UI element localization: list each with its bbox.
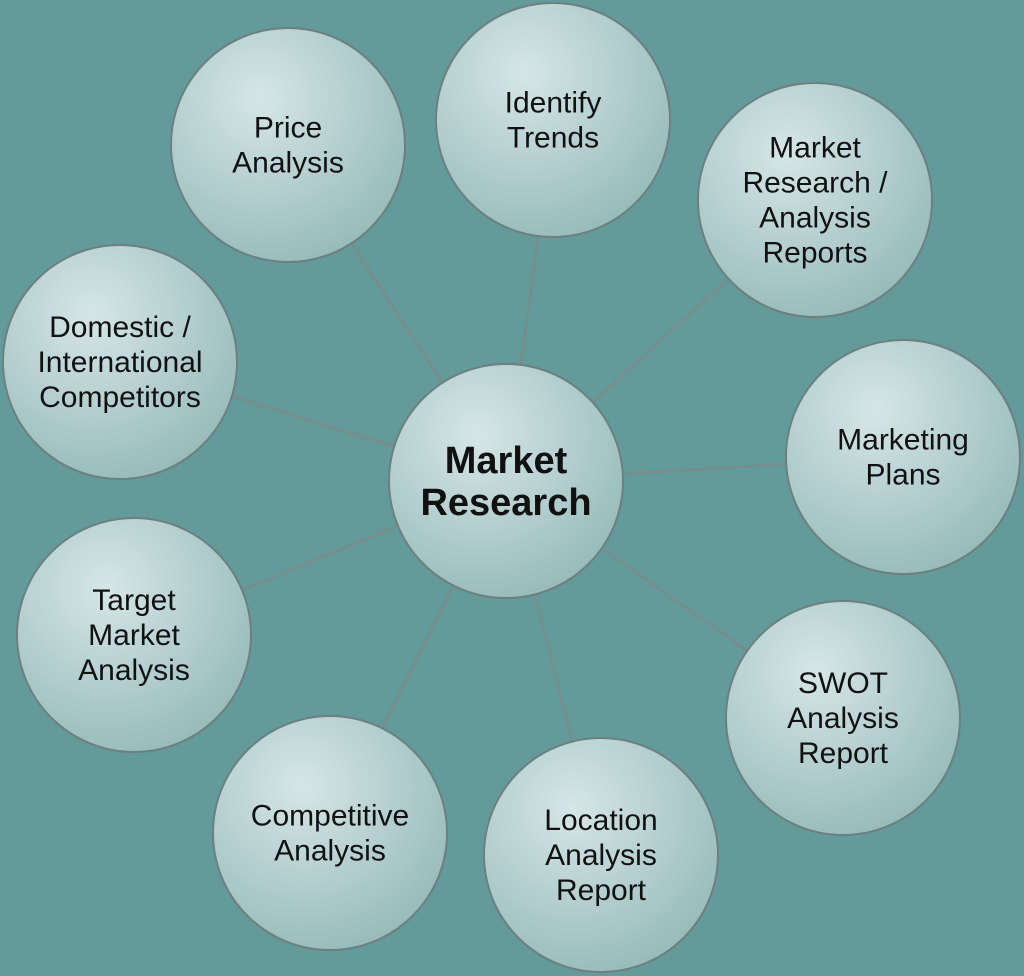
connectors [231, 235, 787, 742]
node-domestic-international-competitors-label: Domestic / [49, 311, 191, 344]
node-identify-trends-label: Trends [507, 122, 599, 155]
node-price-analysis-label: Price [254, 112, 322, 145]
node-target-market-analysis-label: Market [88, 619, 180, 652]
node-target-market-analysis-label: Analysis [78, 654, 190, 687]
node-marketing-plans-label: Marketing [837, 424, 969, 457]
node-competitive-analysis-circle [212, 715, 448, 951]
node-domestic-international-competitors-label: Competitors [39, 381, 201, 414]
connector-target-market-analysis [241, 524, 399, 592]
node-identify-trends-circle [435, 2, 671, 238]
connector-competitive-analysis [381, 585, 455, 729]
node-competitive-analysis-label: Competitive [251, 800, 409, 833]
connector-price-analysis [350, 242, 444, 384]
node-swot-analysis-report-label: Analysis [787, 702, 899, 735]
node-swot-analysis-report-label: Report [798, 737, 889, 770]
node-market-research-analysis-reports-label: Analysis [759, 202, 871, 235]
node-market-research-analysis-reports-label: Market [769, 132, 861, 165]
node-market-research-analysis-reports-label: Reports [762, 237, 867, 270]
node-location-analysis-report-label: Location [544, 804, 657, 837]
connector-domestic-international-competitors [231, 395, 395, 448]
node-target-market-analysis-circle [16, 517, 252, 753]
node-swot-analysis-report-label: SWOT [798, 667, 888, 700]
connector-swot-analysis-report [600, 547, 749, 652]
node-domestic-international-competitors-circle [2, 244, 238, 480]
center-node-market-research-label: Market [445, 440, 568, 482]
node-price-analysis-circle [170, 27, 406, 263]
node-swot-analysis-report-circle [725, 600, 961, 836]
node-target-market-analysis-label: Target [92, 584, 176, 617]
connector-market-research-analysis-reports [591, 277, 730, 404]
node-location-analysis-report-label: Analysis [545, 839, 657, 872]
node-market-research-analysis-reports-circle [697, 82, 933, 318]
node-location-analysis-report-circle [483, 737, 719, 973]
connector-location-analysis-report [533, 594, 574, 742]
center-node-market-research-label: Research [420, 482, 591, 524]
center-node-market-research-circle [388, 363, 624, 599]
connector-identify-trends [519, 235, 540, 366]
node-marketing-plans-label: Plans [865, 459, 940, 492]
node-market-research-analysis-reports-label: Research / [742, 167, 888, 200]
node-identify-trends-label: Identify [505, 87, 602, 120]
node-competitive-analysis-label: Analysis [274, 835, 386, 868]
node-domestic-international-competitors-label: International [37, 346, 202, 379]
node-price-analysis-label: Analysis [232, 147, 344, 180]
node-marketing-plans-circle [785, 339, 1021, 575]
node-location-analysis-report-label: Report [556, 874, 647, 907]
connector-marketing-plans [622, 462, 787, 476]
